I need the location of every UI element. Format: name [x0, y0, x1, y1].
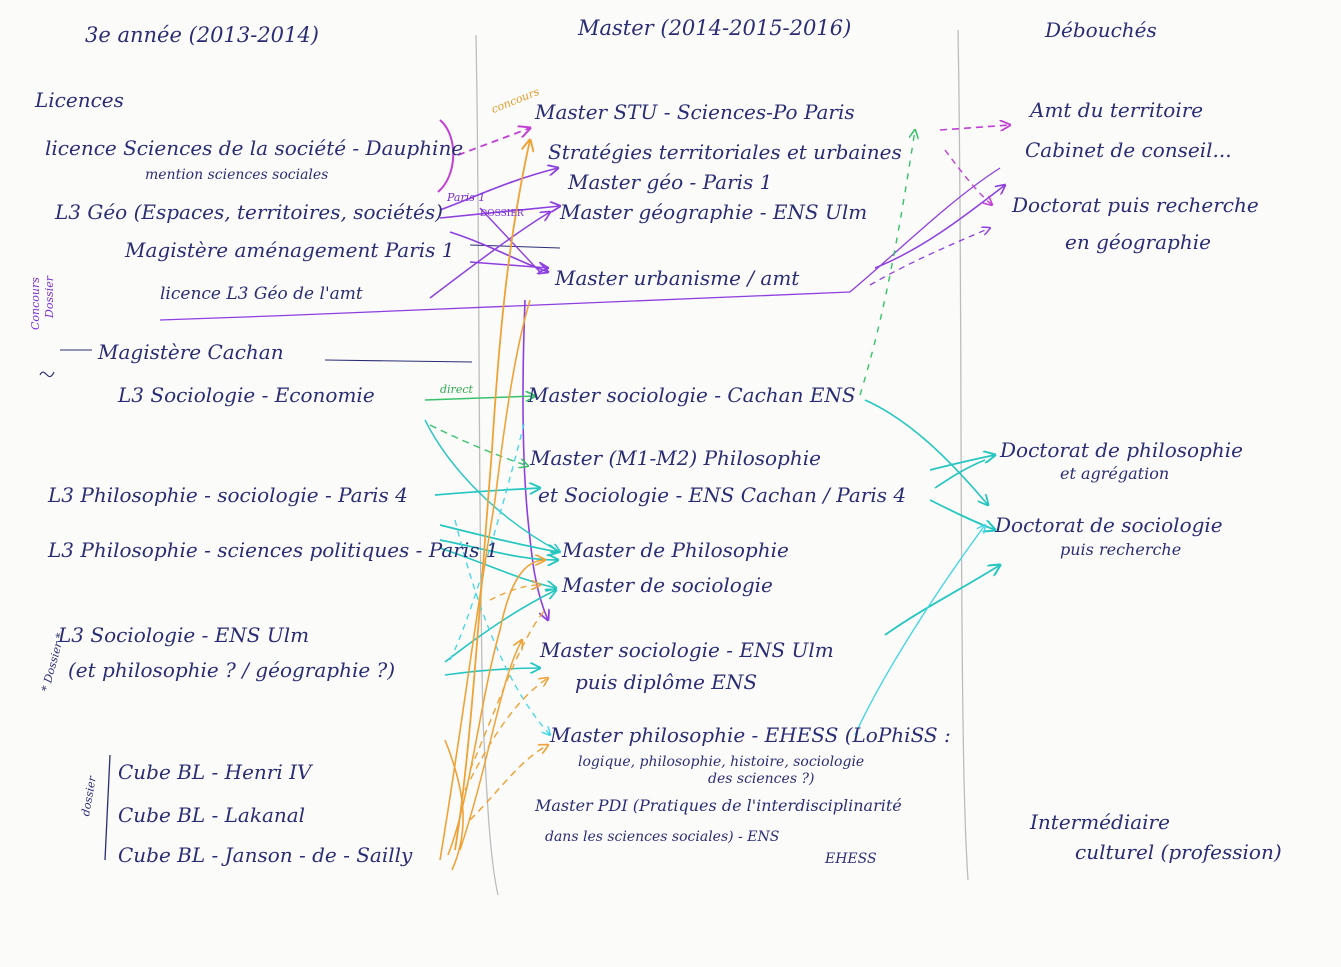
- master-socio-ulm-detail: puis diplôme ENS: [575, 670, 758, 694]
- arrow-direct-cachan: [424, 396, 535, 400]
- master-geo-paris1: Master géo - Paris 1: [568, 170, 773, 194]
- arrow-ehess-doctorat: [854, 525, 985, 736]
- master-urbanisme: Master urbanisme / amt: [555, 266, 800, 290]
- arrow-cachan-doctorat-socio: [864, 399, 988, 505]
- arrow-cross-1: [479, 207, 541, 273]
- separator-line-geo: [159, 291, 851, 321]
- l3-geo: L3 Géo (Espaces, territoires, sociétés): [55, 200, 443, 224]
- orange-dashed-2: [464, 678, 548, 791]
- header-master: Master (2014-2015-2016): [578, 16, 852, 40]
- bracket-cubes: [104, 754, 111, 861]
- debouche-intermediaire: Intermédiaire: [1030, 810, 1170, 834]
- master-pdi-ehess: EHESS: [825, 851, 877, 867]
- header-year3: 3e année (2013-2014): [85, 23, 319, 47]
- arrow-socio-ens-ulm: [444, 668, 540, 676]
- separator-line-cachan: [324, 359, 473, 363]
- orange-dashed-3: [469, 609, 546, 771]
- master-ehess: Master philosophie - EHESS (LoPhiSS :: [550, 723, 951, 747]
- master-ehess-detail: logique, philosophie, histoire, sociolog…: [578, 754, 865, 770]
- debouche-doctorat-philo-2: et agrégation: [1060, 464, 1170, 483]
- arrow-socio-ens-master-socio: [444, 590, 556, 663]
- column-divider-left: [475, 34, 499, 896]
- annotation-paris1: Paris 1: [447, 191, 486, 204]
- arrow-dauphine-stu: [457, 128, 530, 156]
- master-m1m2-detail: et Sociologie - ENS Cachan / Paris 4: [538, 483, 907, 507]
- debouche-doctorat-philo: Doctorat de philosophie: [1000, 438, 1243, 462]
- side-label-concours: Concours: [29, 277, 42, 330]
- arrow-philo-scpo-master-socio: [439, 547, 556, 588]
- cube-henri: Cube BL - Henri IV: [118, 760, 312, 784]
- debouche-doctorat-socio-2: puis recherche: [1060, 540, 1182, 559]
- master-ehess-detail-2: des sciences ?): [708, 771, 815, 787]
- arrow-philo-scpo-master-philo: [439, 539, 558, 560]
- master-stu: Master STU - Sciences-Po Paris: [535, 100, 855, 124]
- debouche-amenagement: Amt du territoire: [1030, 98, 1204, 122]
- green-dashed-cachan-stu: [859, 130, 915, 396]
- debouche-cabinet-conseil: Cabinet de conseil...: [1025, 138, 1232, 162]
- cube-janson: Cube BL - Janson - de - Sailly: [118, 843, 413, 867]
- l3-socio-eco: L3 Sociologie - Economie: [118, 383, 375, 407]
- arrow-stu-doctorat: [944, 149, 992, 205]
- arrow-geo-line-amt: [849, 167, 1001, 293]
- arrow-geo-urbanisme: [449, 231, 548, 272]
- l3-philo-socio: L3 Philosophie - sociologie - Paris 4: [48, 483, 408, 507]
- arrow-licence-am-geo: [429, 212, 550, 299]
- master-socio: Master de sociologie: [562, 573, 773, 597]
- master-socio-ulm: Master sociologie - ENS Ulm: [540, 638, 834, 662]
- licence-dauphine-mention: mention sciences sociales: [145, 167, 329, 183]
- arrow-socio-eco-m1m2: [429, 424, 528, 466]
- master-pdi: Master PDI (Pratiques de l'interdiscipli…: [535, 796, 902, 815]
- orange-to-m1m2: [459, 640, 522, 851]
- master-socio-cachan: Master sociologie - Cachan ENS: [528, 383, 856, 407]
- arrow-socio-eco-philo: [424, 419, 560, 552]
- master-geo-ens: Master géographie - ENS Ulm: [560, 200, 868, 224]
- column-divider-right: [957, 29, 969, 881]
- magistere-amenagement: Magistère aménagement Paris 1: [125, 238, 455, 262]
- l3-socio-ens-note: (et philosophie ? / géographie ?): [68, 658, 396, 682]
- arrow-ulm-doctorat-socio: [884, 565, 1000, 636]
- master-pdi-detail: dans les sciences sociales) - ENS: [545, 829, 780, 845]
- arrow-urbanisme-amt: [874, 185, 1005, 269]
- arrow-geo-master-geo: [439, 206, 560, 219]
- orange-dashed-4: [489, 585, 540, 601]
- orange-dashed-1: [469, 745, 548, 821]
- debouche-doctorat-geo: Doctorat puis recherche: [1012, 193, 1259, 217]
- header-debouches: Débouchés: [1045, 18, 1157, 42]
- debouche-doctorat-geo-2: en géographie: [1065, 230, 1211, 254]
- arrow-philo-socio-master-philo: [439, 524, 558, 552]
- arrow-m1m2-doctorat-socio: [929, 499, 995, 530]
- orange-main-trunk: [454, 140, 530, 851]
- arrow-cyan-ehess: [454, 519, 550, 735]
- debouche-doctorat-socio: Doctorat de sociologie: [995, 513, 1223, 537]
- arrow-m1m2-doctorat-philo: [929, 455, 995, 471]
- annotation-dossier: DOSSIER: [480, 209, 524, 219]
- l3-socio-ens: L3 Sociologie - ENS Ulm: [58, 623, 310, 647]
- orange-brace-cubes: [444, 739, 464, 871]
- orange-trunk-2: [439, 299, 531, 861]
- annotation-direct: direct: [440, 383, 473, 396]
- arrow-philo-doctorat-philo: [934, 459, 986, 489]
- bracket-dauphine: [437, 119, 455, 193]
- master-philo: Master de Philosophie: [562, 538, 789, 562]
- arrow-urbanisme-doctorat: [869, 228, 990, 286]
- master-m1m2: Master (M1-M2) Philosophie: [530, 446, 821, 470]
- licence-dauphine: licence Sciences de la société - Dauphin…: [45, 136, 464, 160]
- magistere-cachan: Magistère Cachan: [98, 340, 284, 364]
- l3-philo-scpo: L3 Philosophie - sciences politiques - P…: [48, 538, 499, 562]
- cube-lakanal: Cube BL - Lakanal: [118, 803, 306, 827]
- tilde-mark-1: [39, 371, 55, 378]
- arrow-geo-stu: [439, 168, 558, 211]
- licence-l3-geo-am: licence L3 Géo de l'amt: [160, 284, 363, 304]
- arrow-stu-amt: [939, 125, 1010, 130]
- master-stu-detail: Stratégies territoriales et urbaines: [548, 140, 902, 164]
- debouche-intermediaire-2: culturel (profession): [1075, 840, 1282, 864]
- side-label-dossier: Dossier: [43, 275, 56, 318]
- arrow-philo-socio-m1m2: [434, 488, 540, 496]
- licences-title: Licences: [35, 88, 124, 112]
